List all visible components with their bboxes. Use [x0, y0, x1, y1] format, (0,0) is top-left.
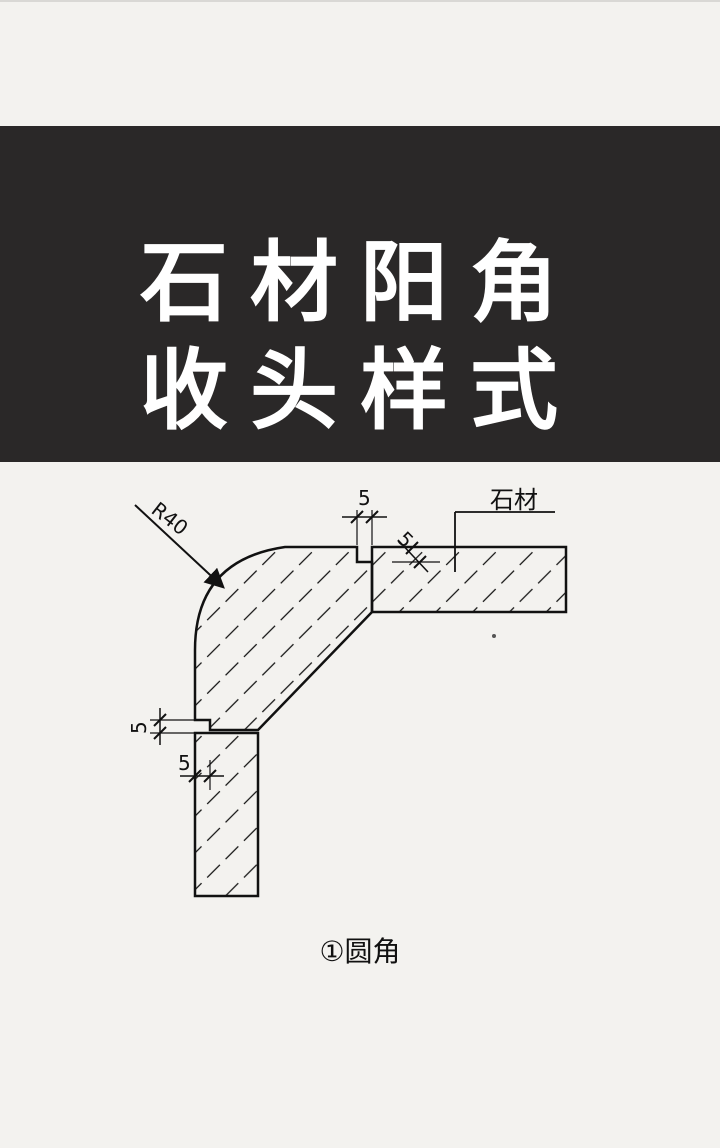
right-dim-tick-1	[405, 541, 419, 555]
diagram-caption: ①圆角	[319, 935, 401, 968]
top-dim-label: 5	[358, 486, 371, 510]
top-dim-tick-2	[365, 510, 379, 524]
left-dim-tick-2	[153, 726, 167, 740]
right-dim-line	[397, 539, 429, 573]
radius-label: R40	[147, 497, 193, 540]
corner-detail-diagram: R40 石材 5 5 5 5	[127, 486, 568, 898]
bottom-dim-tick-1	[188, 769, 202, 783]
top-divider	[0, 0, 720, 2]
bottom-dim-label: 5	[178, 751, 191, 775]
stone-slab-vertical	[193, 731, 260, 898]
stone-slab-horizontal	[370, 545, 568, 614]
bottom-dim-tick-2	[203, 769, 217, 783]
top-dim-tick-1	[350, 510, 364, 524]
radius-leader	[134, 504, 225, 589]
left-dim-label: 5	[127, 721, 151, 734]
speck	[492, 634, 496, 638]
rounded-corner-piece	[193, 545, 374, 732]
title-line-1: 石材阳角	[139, 230, 580, 334]
material-label: 石材	[490, 486, 538, 514]
title-line-2: 收头样式	[139, 338, 580, 442]
left-dim-tick-1	[153, 713, 167, 727]
title-banner	[0, 126, 720, 462]
